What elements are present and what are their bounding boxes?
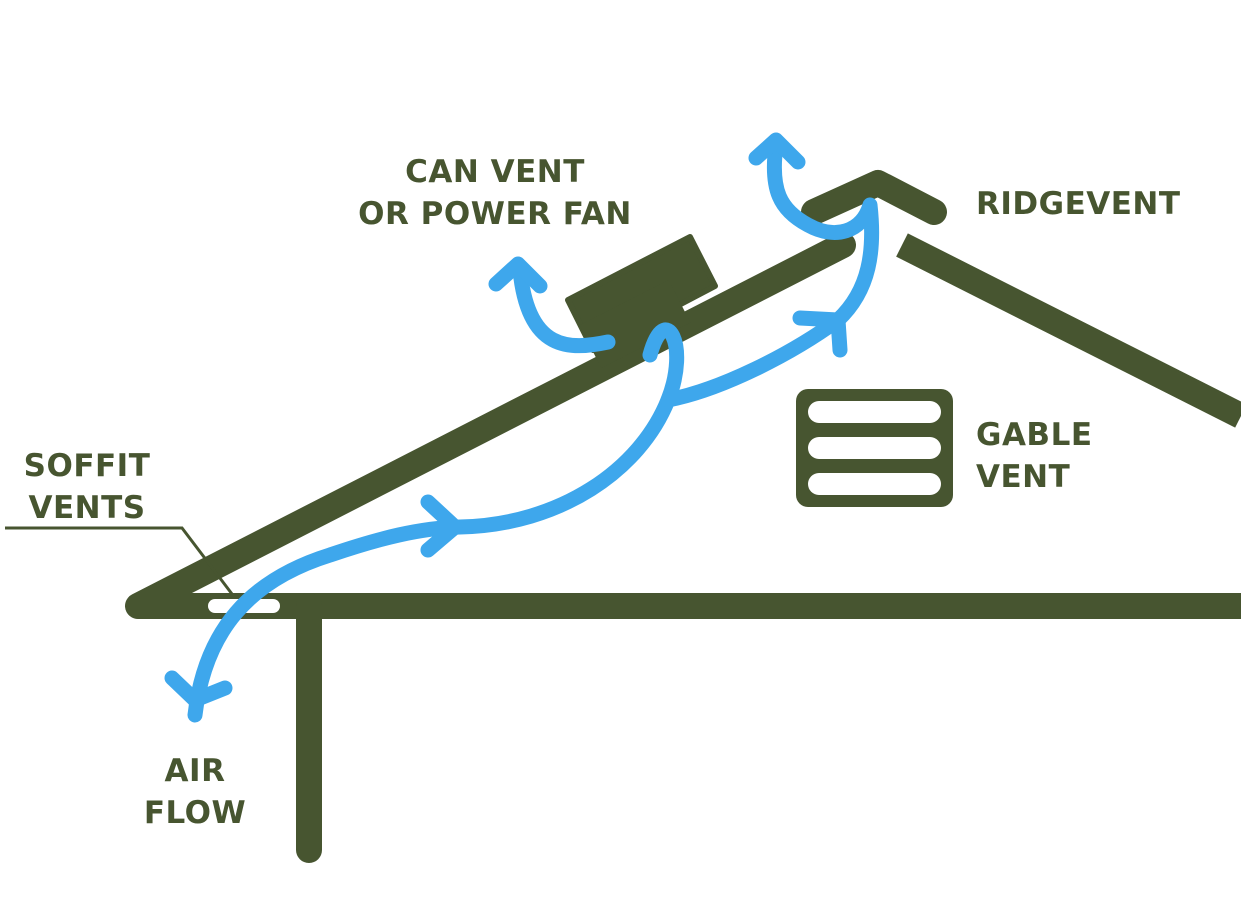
airflow-branch-to-ridge (660, 137, 880, 408)
house-structure (125, 170, 1241, 863)
gable-vent-label: GABLE VENT (976, 414, 1093, 498)
soffit-vents-label-line1: SOFFIT (23, 448, 151, 484)
soffit-vents-label: SOFFIT VENTS (14, 445, 160, 529)
can-vent-exhaust-arrowhead (488, 256, 548, 294)
air-flow-label-line1: AIR (164, 753, 226, 789)
can-vent-label: CAN VENT OR POWER FAN (345, 151, 645, 235)
air-flow-label-line2: FLOW (143, 795, 247, 831)
upper-arrowhead (792, 310, 848, 358)
ridge-vent-cap (801, 170, 947, 225)
gable-vent-label-line2: VENT (976, 459, 1071, 495)
soffit-leader-line (5, 526, 234, 595)
right-roof-slope (896, 233, 1241, 428)
can-vent-label-line2: OR POWER FAN (358, 196, 632, 232)
air-flow-label: AIR FLOW (125, 750, 265, 834)
soffit-vents-label-line2: VENTS (28, 490, 146, 526)
airflow-main-path (187, 322, 685, 723)
ridge-vent-label-text: RIDGEVENT (976, 186, 1181, 222)
gable-vent (796, 389, 953, 507)
airflow-arrowheads (164, 132, 848, 708)
mid-arrowhead (420, 494, 463, 558)
ridge-exhaust-arrowhead (748, 132, 806, 170)
left-roof-slope (125, 232, 856, 619)
ridge-vent-label: RIDGEVENT (976, 183, 1181, 225)
gable-vent-label-line1: GABLE (976, 417, 1093, 453)
can-vent-label-line1: CAN VENT (405, 154, 585, 190)
airflow-can-vent-exhaust (512, 262, 616, 354)
intake-arrowhead (164, 670, 233, 708)
